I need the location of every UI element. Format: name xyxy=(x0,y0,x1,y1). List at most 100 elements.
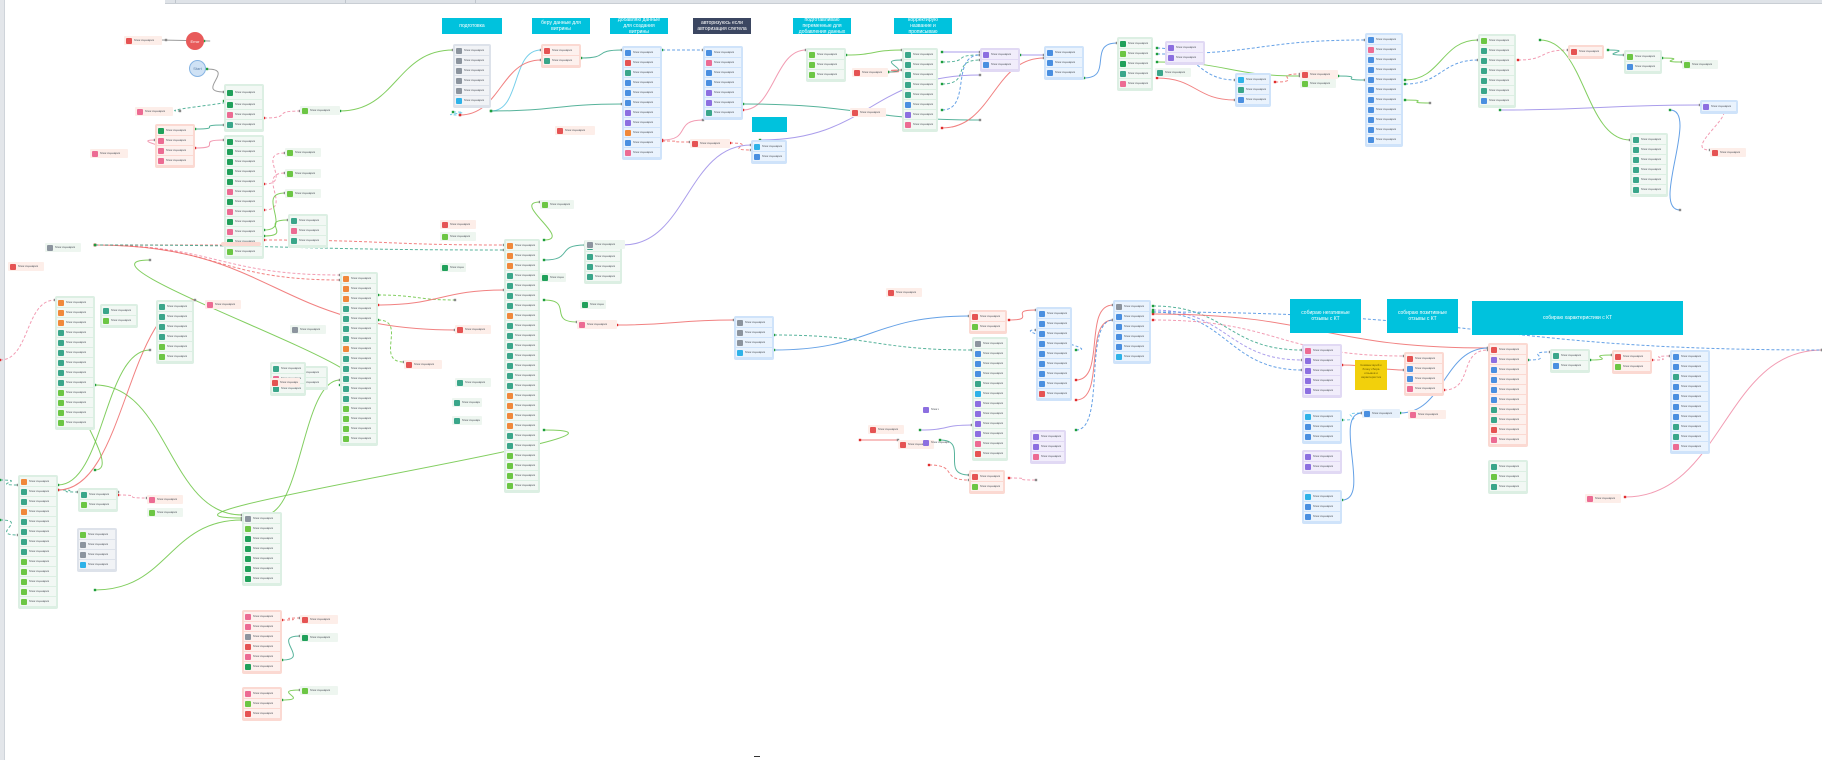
block-row[interactable]: блок сценария xyxy=(342,424,376,433)
block-row[interactable]: блок сценария xyxy=(158,352,192,361)
block-row[interactable]: блок сценария xyxy=(342,404,376,413)
single-block[interactable]: блок сценария xyxy=(1408,410,1446,419)
block-row[interactable]: блок сценария xyxy=(57,328,93,337)
block-row[interactable]: блок сценария xyxy=(904,70,936,79)
block-row[interactable]: блок сценария xyxy=(455,66,489,75)
block-row[interactable]: блок сценария xyxy=(971,472,1003,481)
block-row[interactable]: блок сценария xyxy=(506,331,538,340)
single-block[interactable]: блок сценария xyxy=(921,405,941,414)
block-row[interactable]: блок сценария xyxy=(272,364,304,373)
single-block[interactable]: блок сценария xyxy=(404,360,442,369)
block-row[interactable]: блок сценария xyxy=(705,98,741,107)
block-row[interactable]: блок сценария xyxy=(1632,145,1666,154)
block-row[interactable]: блок сценария xyxy=(1367,135,1401,144)
block-row[interactable]: блок сценария xyxy=(244,632,280,641)
block-row[interactable]: блок сценария xyxy=(808,50,844,59)
block-row[interactable]: блок сценария xyxy=(1119,39,1151,48)
block-row[interactable]: блок сценария xyxy=(1115,322,1149,331)
block-row[interactable]: блок сценария xyxy=(705,108,741,117)
block-row[interactable]: блок сценария xyxy=(455,96,489,105)
block-row[interactable]: блок сценария xyxy=(1304,376,1340,385)
block-row[interactable]: блок сценария xyxy=(158,332,192,341)
block-row[interactable]: блок сценария xyxy=(506,421,538,430)
block-row[interactable]: блок сценария xyxy=(506,411,538,420)
single-block[interactable]: блок сценария xyxy=(440,232,476,241)
single-block[interactable]: блок сценария xyxy=(300,633,338,642)
single-block[interactable]: блок сценария xyxy=(270,378,300,387)
block-row[interactable]: блок сценария xyxy=(1119,59,1151,68)
block-row[interactable]: блок сценария xyxy=(342,274,376,283)
block-row[interactable]: блок сценария xyxy=(1632,165,1666,174)
single-block[interactable]: блок сценария xyxy=(540,273,566,282)
block-row[interactable]: блок сценария xyxy=(1626,62,1660,71)
block-row[interactable]: блок сценария xyxy=(736,338,772,347)
block-row[interactable]: блок сценария xyxy=(736,318,772,327)
block-row[interactable]: блок сценария xyxy=(904,50,936,59)
block-row[interactable]: блок сценария xyxy=(57,418,93,427)
block-row[interactable]: блок сценария xyxy=(904,120,936,129)
block-row[interactable]: блок сценария xyxy=(226,120,262,129)
block-row[interactable]: блок сценария xyxy=(1367,125,1401,134)
single-block[interactable]: блок сценария xyxy=(205,300,241,309)
block-group[interactable] xyxy=(221,242,261,246)
block-row[interactable]: блок сценария xyxy=(506,431,538,440)
block-row[interactable]: блок сценария xyxy=(342,414,376,423)
block-row[interactable]: блок сценария xyxy=(506,371,538,380)
block-row[interactable]: блок сценария xyxy=(1032,432,1064,441)
block-row[interactable]: блок сценария xyxy=(1490,395,1526,404)
block-row[interactable]: блок сценария xyxy=(506,311,538,320)
block-row[interactable]: блок сценария xyxy=(1672,372,1708,381)
block-row[interactable]: блок сценария xyxy=(506,471,538,480)
block-row[interactable]: блок сценария xyxy=(705,78,741,87)
block-row[interactable]: блок сценария xyxy=(57,348,93,357)
single-block[interactable]: блок сценария xyxy=(1362,409,1400,418)
single-block[interactable]: блок сценария xyxy=(452,398,482,407)
block-row[interactable]: блок сценария xyxy=(904,80,936,89)
block-row[interactable]: блок сценария xyxy=(1038,339,1070,348)
block-row[interactable]: блок сценария xyxy=(20,477,56,486)
block-row[interactable]: блок сценария xyxy=(1038,309,1070,318)
block-row[interactable]: блок сценария xyxy=(753,152,785,161)
block-row[interactable]: блок сценария xyxy=(20,527,56,536)
block-row[interactable]: блок сценария xyxy=(20,567,56,576)
block-row[interactable]: блок сценария xyxy=(79,550,115,559)
block-row[interactable]: блок сценария xyxy=(244,689,280,698)
block-row[interactable]: блок сценария xyxy=(1632,185,1666,194)
block-row[interactable]: блок сценария xyxy=(1167,43,1203,52)
block-group[interactable]: блок сценария xyxy=(1568,45,1604,59)
block-row[interactable]: блок сценария xyxy=(342,344,376,353)
block-row[interactable]: блок сценария xyxy=(1480,66,1514,75)
block-row[interactable]: блок сценария xyxy=(1672,432,1708,441)
block-row[interactable]: блок сценария xyxy=(244,554,280,563)
block-row[interactable]: блок сценария xyxy=(57,298,93,307)
block-row[interactable]: блок сценария xyxy=(244,662,280,671)
block-row[interactable]: блок сценария xyxy=(506,401,538,410)
block-row[interactable]: блок сценария xyxy=(1490,415,1526,424)
block-row[interactable]: блок сценария xyxy=(57,318,93,327)
block-row[interactable]: блок сценария xyxy=(20,517,56,526)
block-row[interactable]: блок сценария xyxy=(102,316,136,325)
single-block[interactable]: блок сценария xyxy=(921,438,951,447)
block-row[interactable]: блок сценария xyxy=(20,587,56,596)
block-row[interactable]: блок сценария xyxy=(1115,342,1149,351)
block-row[interactable]: блок сценария xyxy=(226,110,262,119)
block-row[interactable]: блок сценария xyxy=(80,500,116,509)
single-block[interactable]: блок сценария xyxy=(290,325,326,334)
block-row[interactable]: блок сценария xyxy=(1119,49,1151,58)
block-row[interactable]: блок сценария xyxy=(1672,442,1708,451)
block-row[interactable]: блок сценария xyxy=(506,391,538,400)
